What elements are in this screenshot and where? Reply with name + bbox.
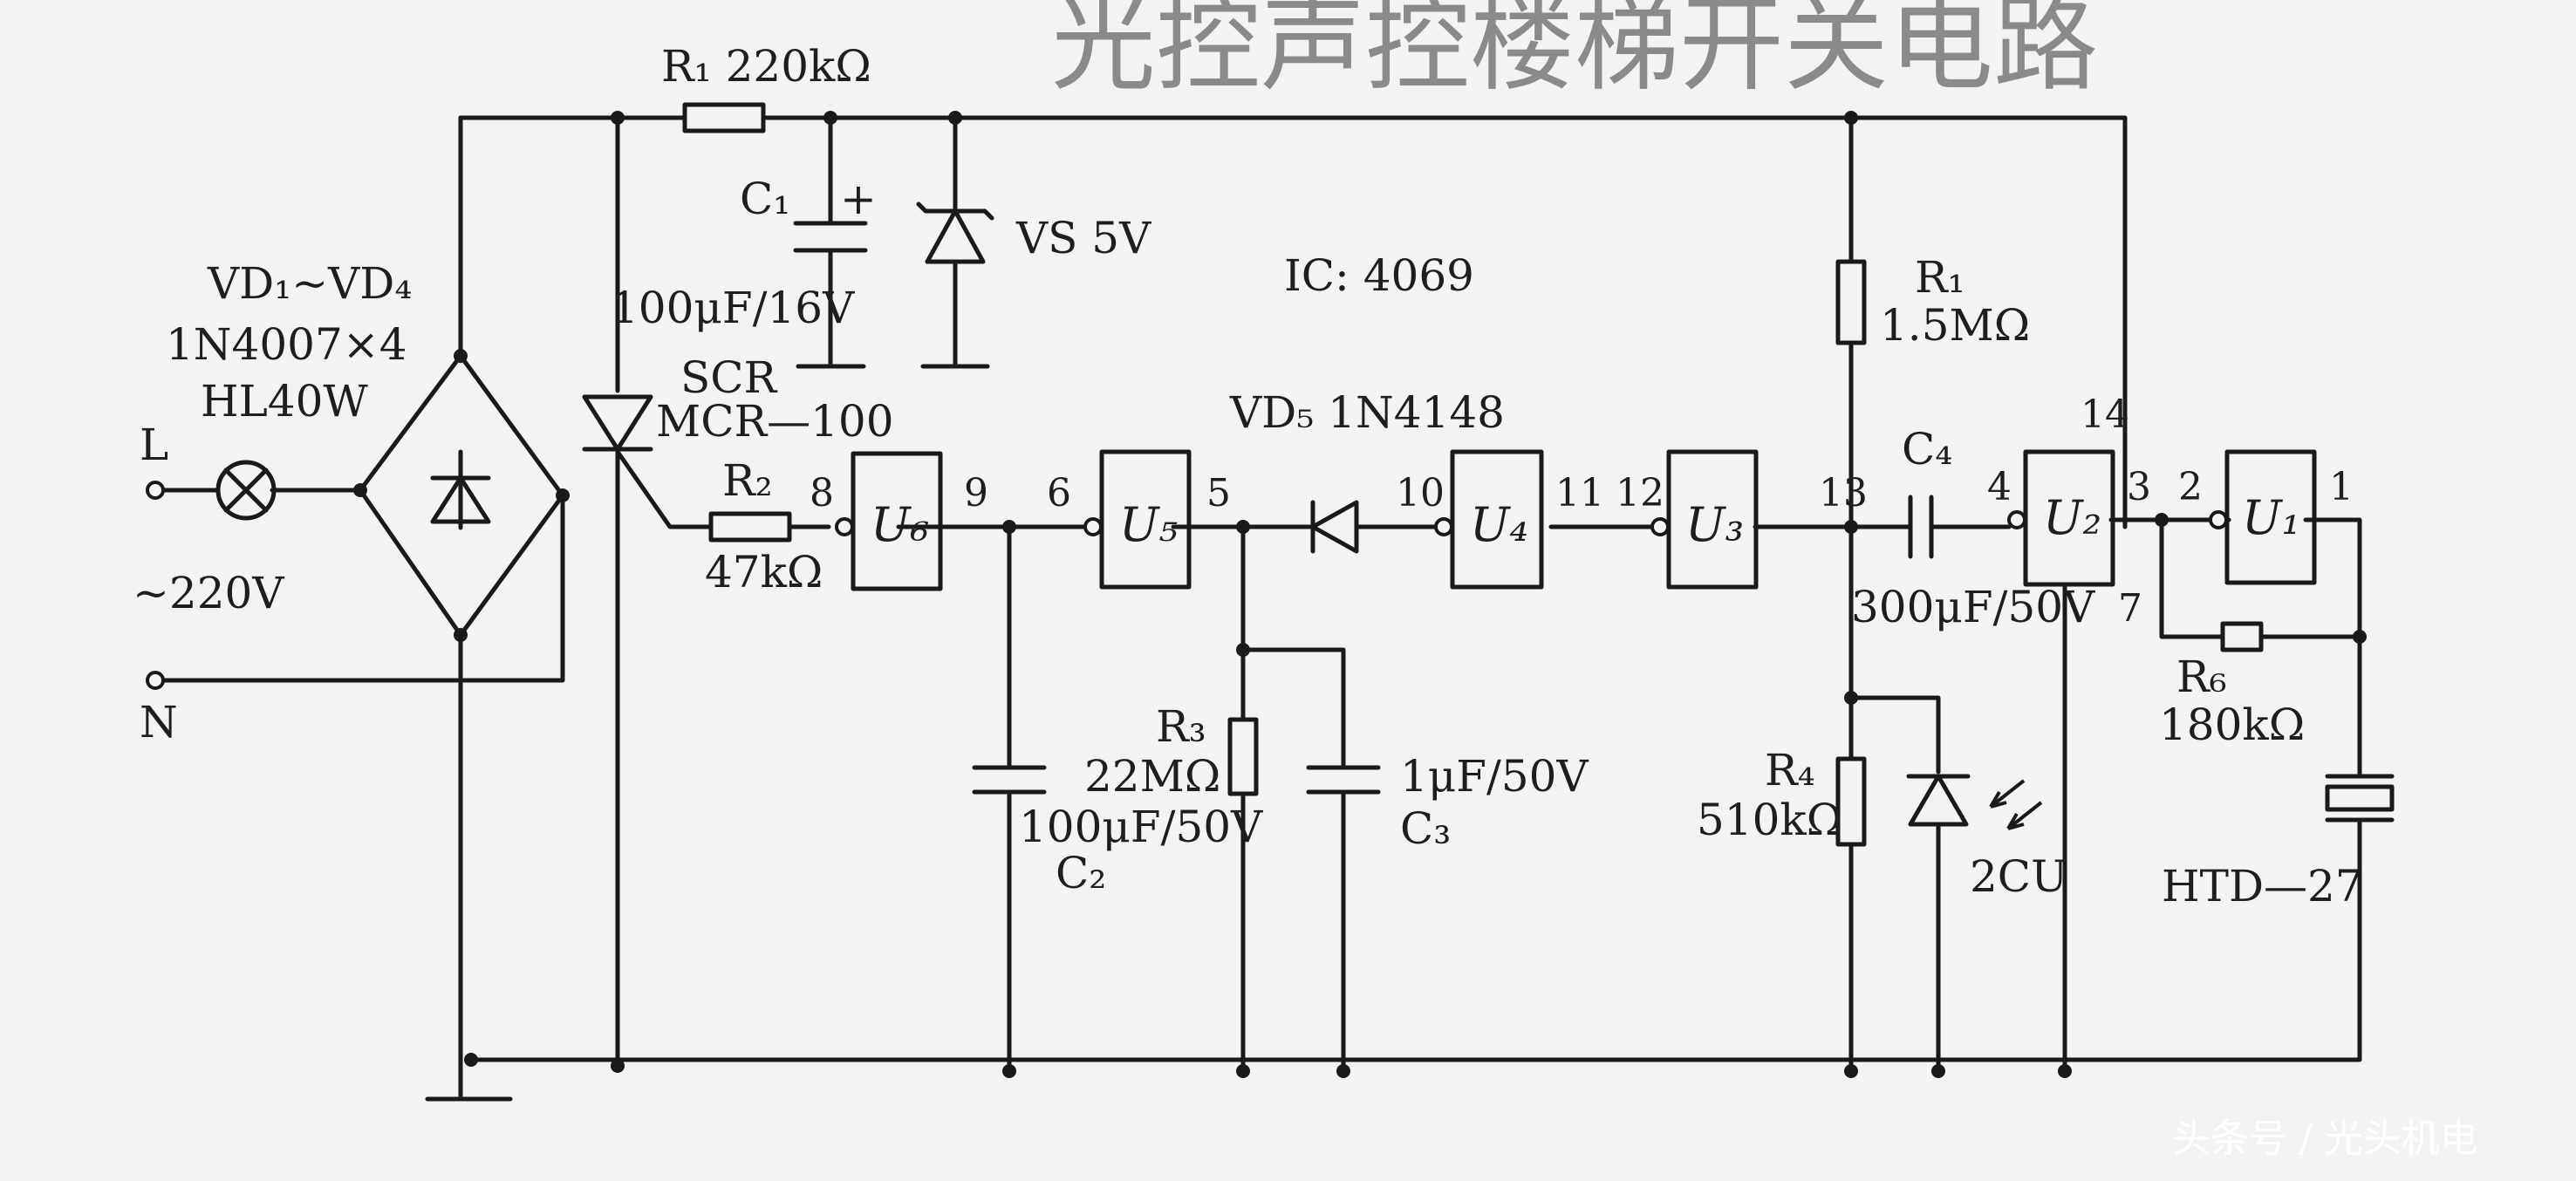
r4-value: 510kΩ bbox=[1697, 795, 1842, 845]
gate-u5: U₅ bbox=[1083, 449, 1192, 590]
resistor-r6 bbox=[2220, 621, 2264, 652]
svg-text:10: 10 bbox=[1396, 471, 1445, 515]
svg-text:U₄: U₄ bbox=[1470, 497, 1528, 552]
gate-u2: U₂ bbox=[2007, 449, 2115, 587]
c1-label: C₁ bbox=[740, 174, 790, 224]
zener-vs bbox=[916, 201, 994, 369]
svg-text:14: 14 bbox=[2081, 393, 2129, 437]
pin-numbers: 8 9 6 5 10 11 12 13 4 14 3 2 1 7 bbox=[810, 393, 2354, 631]
r1-right-label: R₁ bbox=[1915, 252, 1965, 303]
svg-text:8: 8 bbox=[810, 471, 834, 515]
bridge-part: 1N4007×4 bbox=[166, 319, 407, 370]
c4-value: 300μF/50V bbox=[1851, 582, 2095, 632]
svg-text:7: 7 bbox=[2118, 586, 2142, 631]
resistor-r3 bbox=[1227, 717, 1259, 796]
gate-u6: U₆ bbox=[835, 451, 943, 591]
c3-label: C₃ bbox=[1400, 803, 1451, 854]
r1-right-value: 1.5MΩ bbox=[1880, 300, 2030, 351]
svg-text:13: 13 bbox=[1819, 471, 1868, 515]
c4-label: C₄ bbox=[1902, 424, 1952, 474]
piezo-buzzer bbox=[2325, 774, 2395, 866]
ic-label: IC: 4069 bbox=[1284, 250, 1474, 301]
capacitor-c1 bbox=[793, 221, 868, 369]
svg-text:U₆: U₆ bbox=[871, 497, 929, 552]
bridge-label: VD₁~VD₄ bbox=[207, 258, 412, 309]
wiring bbox=[160, 115, 2362, 1102]
c2-label: C₂ bbox=[1056, 848, 1106, 898]
r3-value: 22MΩ bbox=[1084, 751, 1220, 802]
svg-text:N: N bbox=[140, 697, 178, 748]
capacitor-c4 bbox=[1908, 495, 1934, 559]
gate-u4: U₄ bbox=[1434, 449, 1544, 590]
r6-label: R₆ bbox=[2176, 652, 2227, 702]
svg-text:2: 2 bbox=[2178, 465, 2203, 509]
resistor-r1-top bbox=[682, 102, 766, 133]
svg-text:5: 5 bbox=[1206, 471, 1231, 515]
scr-part: MCR—100 bbox=[656, 396, 894, 447]
svg-text:4: 4 bbox=[1987, 465, 2012, 509]
svg-text:U₁: U₁ bbox=[2242, 490, 2300, 545]
watermark-text: 头条号 / 光头机电 bbox=[2172, 1116, 2478, 1161]
r1-top-label: R₁ 220kΩ bbox=[661, 41, 871, 92]
photodiode-2cu bbox=[1906, 774, 2043, 830]
diode-vd5 bbox=[1310, 500, 1359, 554]
c2-value: 100μF/50V bbox=[1019, 802, 1263, 852]
vs-label: VS 5V bbox=[1015, 213, 1151, 263]
r6-value: 180kΩ bbox=[2159, 700, 2305, 750]
r2-label: R₂ bbox=[722, 455, 773, 506]
buzzer-label: HTD—27 bbox=[2162, 861, 2363, 911]
bridge-rectifier bbox=[358, 353, 565, 638]
svg-text:6: 6 bbox=[1047, 471, 1071, 515]
diagram-title: 光控声控楼梯开关电路 bbox=[1051, 0, 2098, 106]
r4-label: R₄ bbox=[1765, 745, 1815, 795]
capacitor-c2 bbox=[972, 765, 1047, 795]
scr-label: SCR bbox=[680, 352, 778, 403]
lamp-symbol bbox=[215, 460, 277, 521]
gate-u3: U₃ bbox=[1650, 449, 1759, 590]
svg-text:U₅: U₅ bbox=[1119, 497, 1178, 552]
svg-text:11: 11 bbox=[1555, 471, 1604, 515]
svg-text:U₃: U₃ bbox=[1685, 497, 1744, 552]
vd5-label: VD₅ 1N4148 bbox=[1229, 387, 1505, 438]
r2-value: 47kΩ bbox=[705, 547, 823, 597]
c1-polarity: + bbox=[840, 174, 877, 224]
resistor-r4 bbox=[1835, 756, 1867, 847]
photodiode-label: 2CU bbox=[1970, 851, 2067, 902]
resistor-r2 bbox=[708, 511, 792, 543]
lamp-label: HL40W bbox=[201, 376, 368, 427]
c3-value: 1μF/50V bbox=[1400, 751, 1589, 802]
svg-text:1: 1 bbox=[2329, 465, 2354, 509]
svg-text:9: 9 bbox=[964, 471, 988, 515]
capacitor-c3 bbox=[1306, 765, 1381, 795]
scr-thyristor bbox=[582, 394, 653, 452]
gate-u1: U₁ bbox=[2209, 449, 2317, 585]
r3-label: R₃ bbox=[1156, 701, 1206, 752]
svg-text:12: 12 bbox=[1616, 471, 1664, 515]
terminal-L: L bbox=[140, 420, 168, 500]
resistor-r1-right bbox=[1835, 259, 1867, 345]
svg-text:3: 3 bbox=[2127, 465, 2151, 509]
mains-voltage-label: ~220V bbox=[133, 568, 284, 618]
svg-text:U₂: U₂ bbox=[2043, 490, 2101, 545]
c1-value: 100μF/16V bbox=[611, 283, 855, 333]
svg-text:L: L bbox=[140, 420, 168, 470]
terminal-N: N bbox=[140, 671, 178, 748]
